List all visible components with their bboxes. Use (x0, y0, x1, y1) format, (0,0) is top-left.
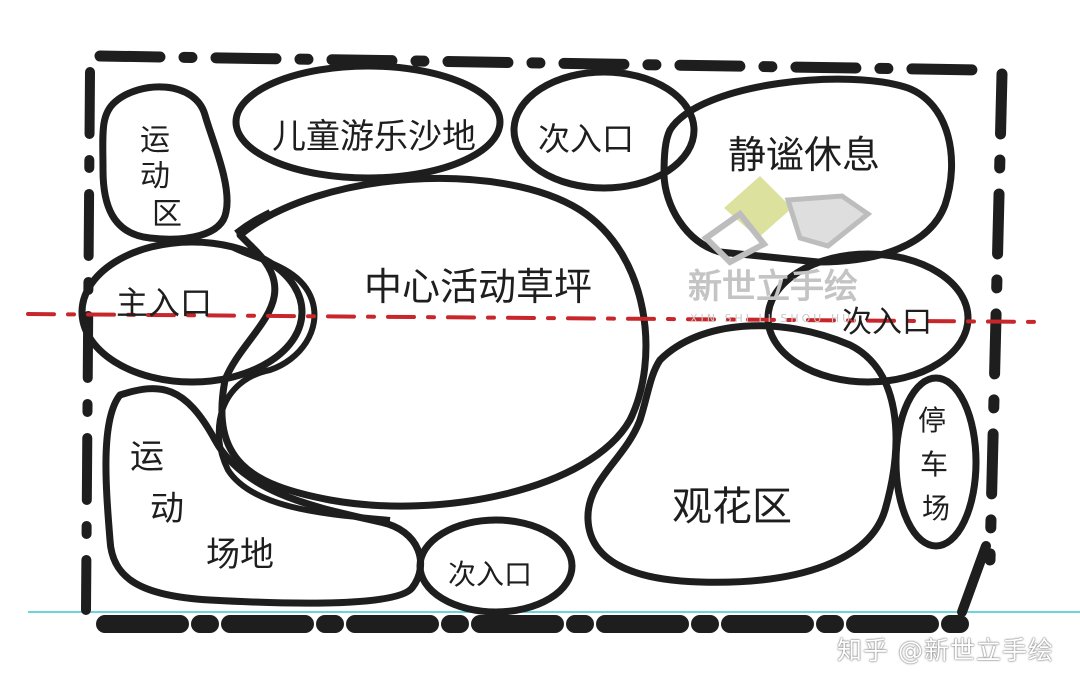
bubble-central-lawn-outer (215, 209, 391, 523)
bubble-parking (892, 374, 980, 550)
label-kids-sandpit: 儿童游乐沙地 (272, 117, 476, 157)
label-flower-viewing: 观花区 (672, 484, 792, 530)
label-main-entrance: 主入口 (116, 284, 212, 322)
bubble-secondary-entrance-bottom (416, 516, 576, 616)
bubble-central-lawn (218, 174, 650, 510)
watermark-pinyin: XIN SHI LI SHOU HUI (690, 312, 859, 325)
label-quiet-rest: 静谧休息 (728, 133, 880, 177)
bubble-sports-field (102, 385, 424, 607)
zone-labels: 运 动 区 儿童游乐沙地 次入口 静谧休息 主入口 中心活动草坪 次入口 停 车… (116, 117, 957, 591)
label-secondary-entrance-bottom: 次入口 (448, 558, 532, 591)
label-secondary-entrance-top: 次入口 (538, 120, 634, 158)
bubble-quiet-rest (660, 75, 956, 266)
bubble-sports-area-top (99, 83, 231, 243)
bubble-main-entrance (78, 238, 306, 386)
source-credit: 知乎 @新世立手绘 (837, 636, 1054, 665)
logo-icon (701, 176, 873, 266)
watermark: 新世立手绘 XIN SHI LI SHOU HUI (688, 176, 873, 325)
bubble-kids-sandpit (232, 62, 504, 182)
label-central-lawn: 中心活动草坪 (364, 265, 592, 309)
bubble-secondary-entrance-top (510, 68, 698, 192)
bubble-flower-viewing (584, 322, 900, 586)
bubbles (78, 62, 980, 616)
label-sports-field: 运 动 场地 (130, 437, 274, 575)
label-sports-area-top: 运 动 区 (140, 123, 182, 232)
label-parking: 停 车 场 (918, 404, 957, 525)
watermark-brand: 新世立手绘 (688, 267, 858, 307)
axis-line (26, 312, 1047, 324)
label-secondary-entrance-right: 次入口 (842, 305, 932, 340)
